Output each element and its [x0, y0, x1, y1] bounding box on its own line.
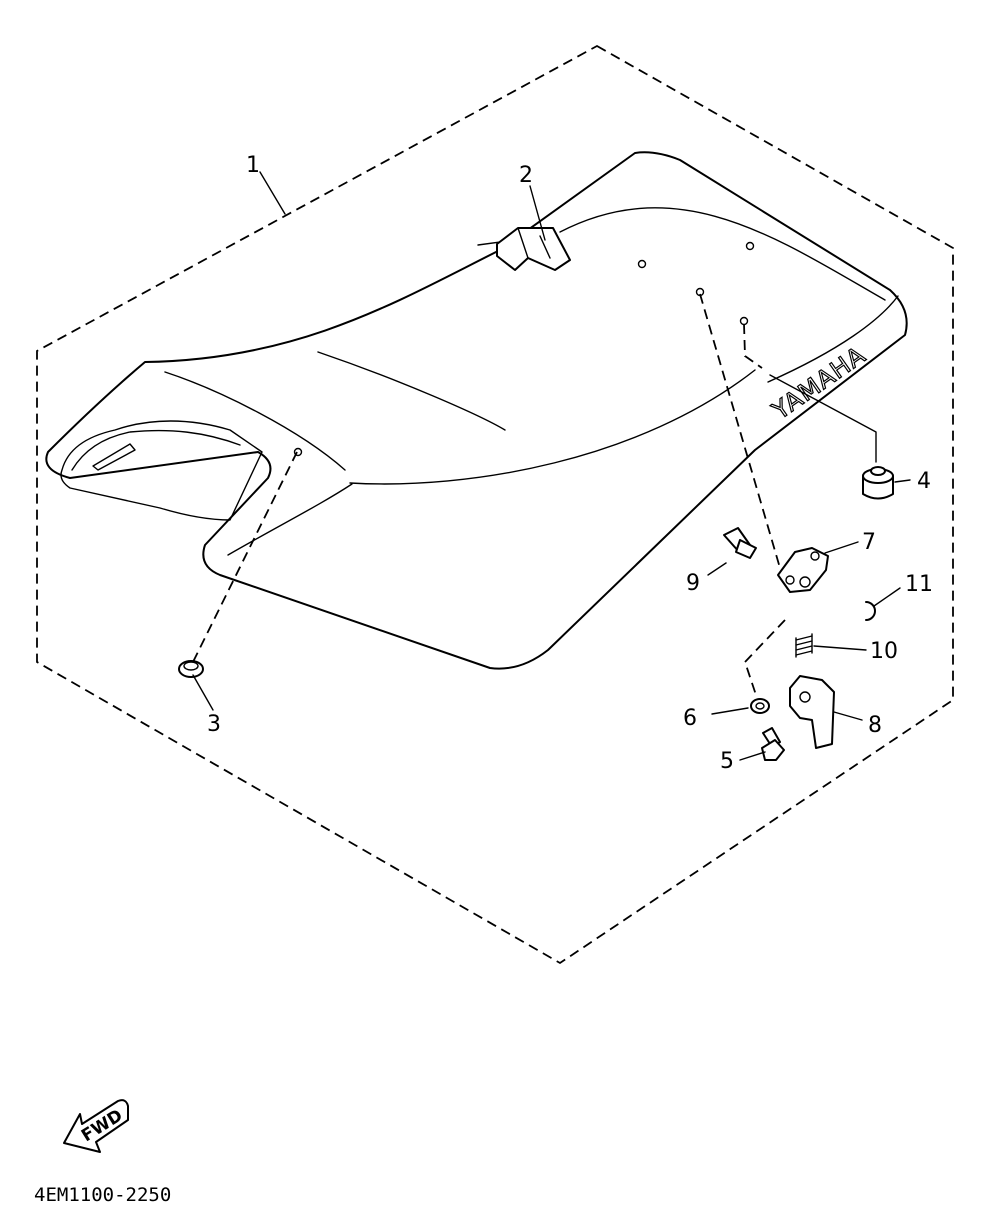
- callout-7: 7: [862, 530, 876, 555]
- part-10-spring: [795, 633, 813, 658]
- seat-brand-text: YAMAHA: [767, 341, 871, 426]
- seat-rear-line: [559, 207, 886, 301]
- mount-hole: [637, 259, 647, 269]
- part-11-clip: [865, 601, 876, 621]
- guide-line-6: [743, 619, 786, 699]
- part-9-pin: [723, 527, 757, 559]
- arrow-left-icon: [63, 1099, 129, 1153]
- seat-trim-slot: [92, 443, 136, 471]
- leader-5: [739, 751, 766, 761]
- leader-9: [707, 562, 727, 576]
- seat-contour-1: [317, 351, 506, 431]
- callout-10: 10: [870, 639, 898, 664]
- seat-contour-4: [227, 483, 353, 556]
- drawing-code: 4EM1100-2250: [34, 1184, 171, 1206]
- part-8-hook: [789, 675, 835, 749]
- seat-trim-window: [60, 420, 263, 521]
- guide-line-4: [743, 323, 763, 369]
- part-3-grommet: [178, 660, 204, 678]
- callout-4: 4: [917, 469, 931, 494]
- leader-4b: [894, 479, 911, 483]
- leader-2: [529, 185, 546, 241]
- part-6-washer: [750, 698, 770, 714]
- seat-side-crease: [767, 295, 899, 383]
- assembly-boundary: [36, 44, 954, 965]
- leader-6: [711, 707, 749, 715]
- seat-assembly: YAMAHA: [45, 151, 908, 670]
- mount-hole: [739, 316, 749, 326]
- part-2-tab: [496, 227, 571, 271]
- callout-9: 9: [686, 571, 700, 596]
- callout-1: 1: [246, 153, 260, 178]
- callout-2: 2: [519, 163, 533, 188]
- callout-6: 6: [683, 706, 697, 731]
- mount-hole: [745, 241, 755, 251]
- callout-3: 3: [207, 712, 221, 737]
- guide-line-hook: [699, 293, 781, 569]
- seat-contour-3: [349, 369, 756, 485]
- part-7-bracket: [777, 547, 829, 593]
- mount-hole: [293, 447, 303, 457]
- callout-11: 11: [905, 572, 933, 597]
- seat-outline: [45, 151, 908, 670]
- leader-4a: [769, 374, 877, 463]
- leader-11: [873, 587, 901, 607]
- guide-line-3: [192, 451, 298, 663]
- part-4-damper: [862, 466, 894, 500]
- callout-8: 8: [868, 713, 882, 738]
- leader-8: [833, 711, 863, 721]
- leader-3: [192, 674, 214, 711]
- leader-10: [813, 645, 867, 651]
- seat-trim-inner: [71, 429, 241, 471]
- leader-1: [259, 171, 286, 215]
- seat-contour-2: [164, 371, 346, 471]
- part-5-bolt: [761, 727, 785, 761]
- leader-7: [824, 541, 859, 554]
- callout-5: 5: [720, 749, 734, 774]
- forward-arrow: FWD: [63, 1099, 129, 1153]
